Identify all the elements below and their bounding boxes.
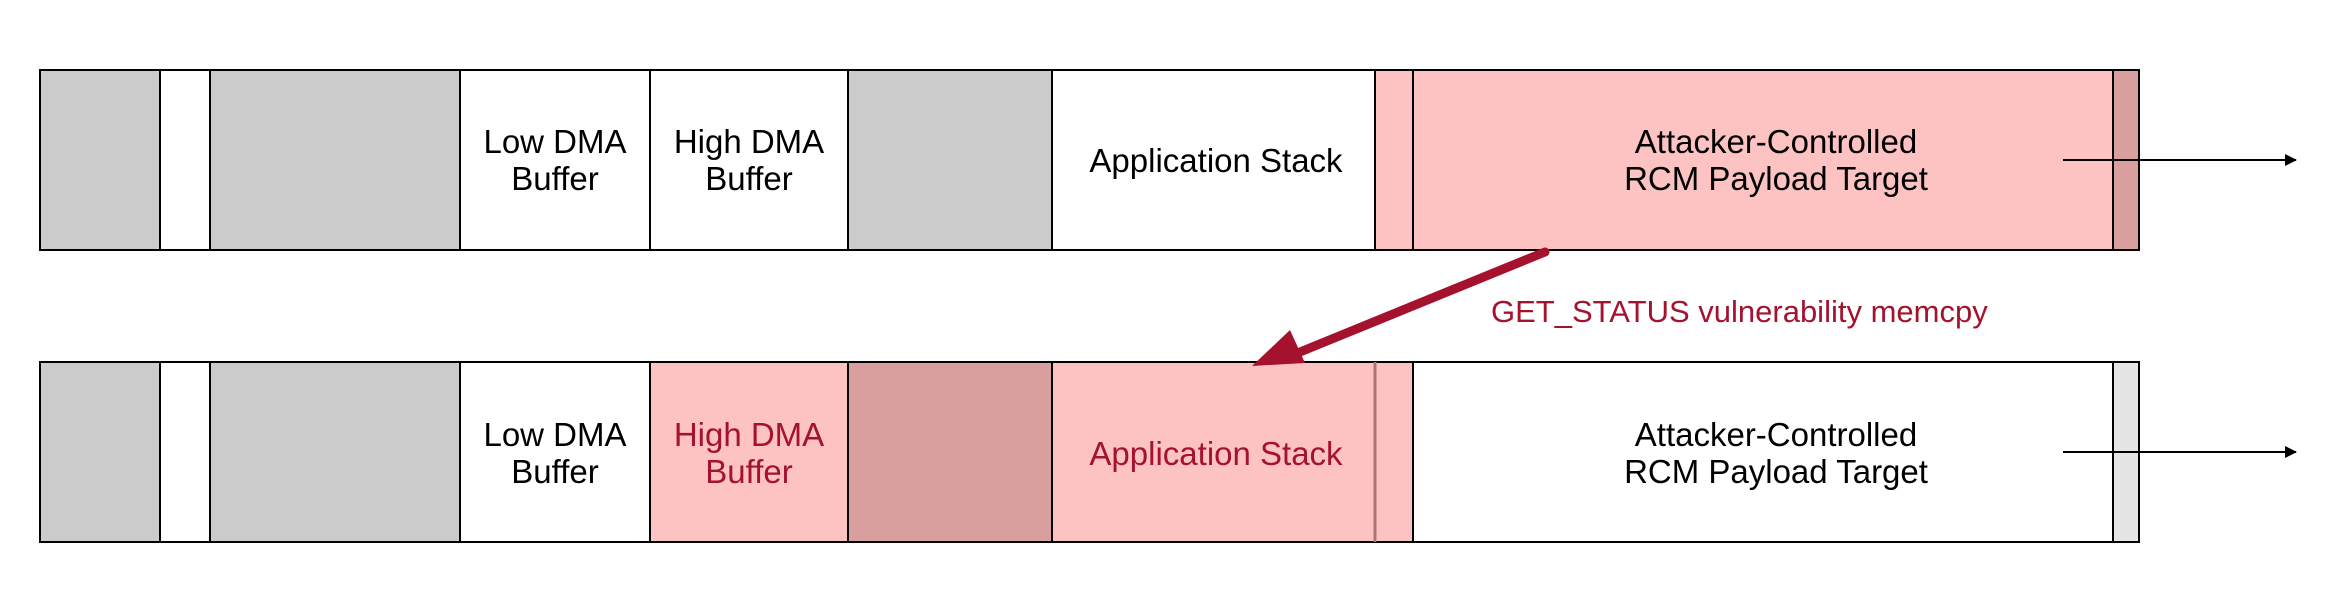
rcm-payload-target <box>1412 361 2114 543</box>
low-dma-buffer-label-line1: Low DMA <box>483 123 626 160</box>
region-reserved-3 <box>209 69 461 251</box>
high-dma-buffer-label-line2: Buffer <box>705 453 792 490</box>
application-stack-label: Application Stack <box>1089 435 1343 472</box>
application-stack <box>1051 69 1376 251</box>
memcpy-arrow-label: GET_STATUS vulnerability memcpy <box>1491 294 1988 329</box>
region-reserved-1 <box>39 361 161 543</box>
region-reserved-3 <box>209 361 461 543</box>
high-dma-buffer-label-line1: High DMA <box>674 123 824 160</box>
high-dma-buffer-label-line2: Buffer <box>705 160 792 197</box>
low-dma-buffer <box>459 361 651 543</box>
memory-row-before: Low DMA Buffer High DMA Buffer Applicati… <box>39 69 2297 251</box>
region-reserved-1 <box>39 69 161 251</box>
application-stack-label: Application Stack <box>1089 142 1343 179</box>
low-dma-buffer <box>459 69 651 251</box>
application-stack <box>1051 361 1376 543</box>
rcm-payload-target-label-line2: RCM Payload Target <box>1624 160 1928 197</box>
region-reserved-2 <box>159 69 211 251</box>
high-dma-buffer <box>649 69 849 251</box>
low-dma-buffer-label-line2: Buffer <box>511 453 598 490</box>
memcpy-arrow: GET_STATUS vulnerability memcpy <box>1252 247 1988 366</box>
region-reserved-2 <box>159 361 211 543</box>
low-dma-buffer-label-line2: Buffer <box>511 160 598 197</box>
rcm-payload-target-label-line1: Attacker-Controlled <box>1635 416 1917 453</box>
region-reserved-4 <box>847 361 1053 543</box>
region-reserved-4 <box>847 69 1053 251</box>
rcm-payload-target-label-line1: Attacker-Controlled <box>1635 123 1917 160</box>
memory-row-after: Low DMA Buffer High DMA Buffer Applicati… <box>39 361 2297 543</box>
high-dma-buffer-label-line1: High DMA <box>674 416 824 453</box>
memcpy-arrow-shaft <box>1295 247 1550 357</box>
rcm-payload-target <box>1412 69 2114 251</box>
stack-boundary-slice <box>1374 69 1414 251</box>
rcm-payload-target-label-line2: RCM Payload Target <box>1624 453 1928 490</box>
low-dma-buffer-label-line1: Low DMA <box>483 416 626 453</box>
memcpy-arrow-head <box>1252 330 1305 366</box>
stack-boundary-slice <box>1374 361 1414 543</box>
